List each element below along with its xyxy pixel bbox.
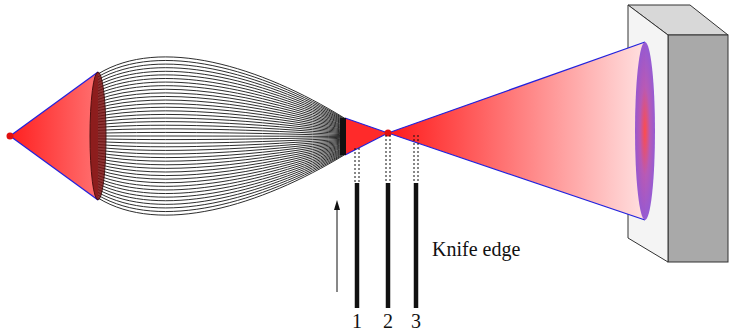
ray-line: [98, 141, 345, 157]
callout-number: 1: [352, 311, 362, 331]
knife-edge: [355, 183, 360, 308]
source-point: [7, 133, 14, 140]
ray-line: [98, 153, 345, 208]
ray-line: [98, 142, 345, 161]
ray-line: [98, 129, 345, 135]
ray-line: [98, 151, 345, 201]
ray-line: [98, 146, 345, 176]
ray-line: [98, 60, 345, 119]
ray-line: [98, 154, 345, 212]
screen-side: [668, 35, 728, 262]
callout-number: 2: [383, 311, 393, 331]
part-label: Knife edge: [432, 239, 520, 259]
lens: [90, 72, 106, 200]
image-spot: [635, 42, 655, 220]
ray-line: [98, 138, 345, 143]
ray-bundle: [98, 57, 345, 215]
motion-arrow: [337, 208, 338, 292]
ray-line: [98, 139, 345, 147]
ray-line: [98, 122, 345, 134]
converging-cone: [345, 118, 388, 155]
knife-edge: [414, 183, 419, 308]
ray-line: [98, 155, 345, 216]
ray-line: [98, 136, 345, 138]
callout-number: 3: [411, 311, 421, 331]
knife-edge: [386, 183, 391, 308]
ray-line: [98, 152, 345, 204]
ray-line: [98, 132, 345, 135]
ray-line: [98, 137, 345, 139]
ray-line: [98, 148, 345, 186]
light-cone: [10, 72, 98, 200]
diverging-cone: [388, 42, 645, 220]
